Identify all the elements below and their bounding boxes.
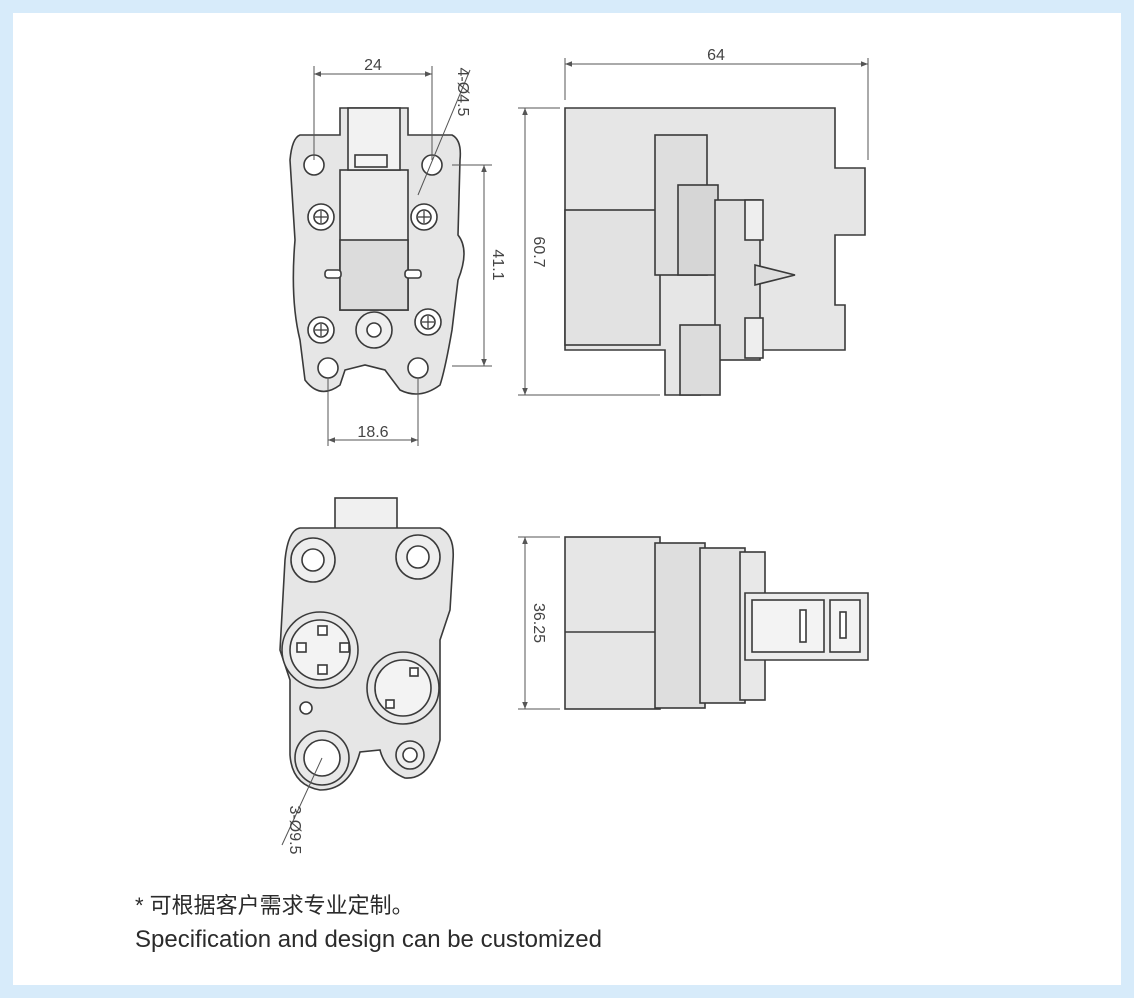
dim-side-height-label: 60.7: [530, 236, 547, 267]
dim-hole-label: 4-Ø4.5: [454, 68, 471, 117]
bottom-right-side-view: [564, 536, 869, 710]
top-left-view: [289, 107, 465, 395]
top-right-dimensions: [518, 58, 869, 396]
dim-length-label: 64: [707, 47, 725, 64]
dim-bottom-height-label: 36.25: [530, 603, 547, 643]
dim-height-label: 41.1: [489, 249, 506, 280]
front-view-dimension: [281, 757, 323, 846]
bottom-left-front-view: [279, 497, 455, 791]
dim-bottom-label: 18.6: [357, 424, 388, 441]
top-right-side-view: [564, 107, 866, 396]
note-english: Specification and design can be customiz…: [135, 926, 602, 953]
top-left-dimensions: [313, 66, 492, 446]
bottom-right-dimensions: [518, 536, 560, 710]
dim-front-hole-label: 3-Ø9.5: [286, 806, 303, 855]
dim-width-label: 24: [364, 57, 382, 74]
note-chinese: * 可根据客户需求专业定制。: [135, 893, 414, 918]
